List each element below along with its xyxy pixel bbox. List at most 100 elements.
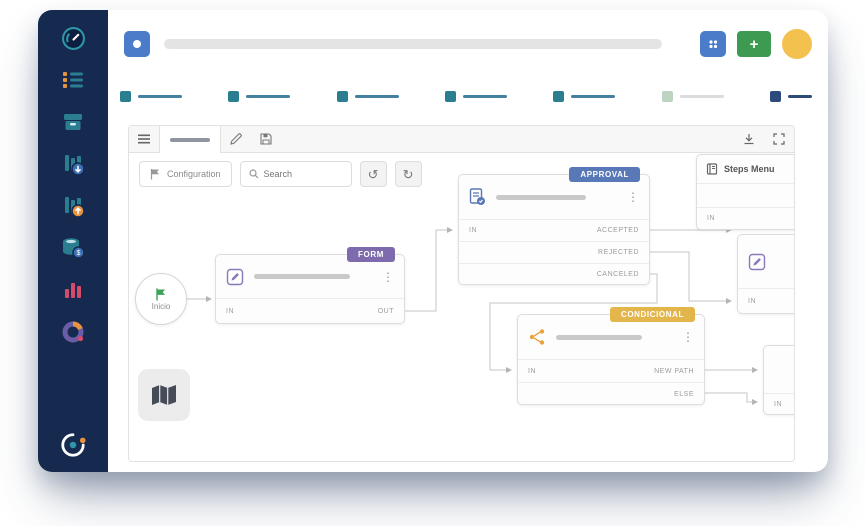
step-item-3[interactable]	[336, 90, 399, 102]
form-out-port[interactable]: OUT	[377, 307, 394, 315]
step-line-placeholder	[571, 94, 616, 98]
step-square-icon	[120, 90, 131, 102]
form-badge: FORM	[347, 247, 395, 262]
steps-strip	[108, 78, 828, 114]
report-badge-orange-icon	[65, 197, 85, 218]
search-input[interactable]	[263, 169, 336, 179]
start-node[interactable]: Inicio	[135, 273, 187, 325]
archive-box-icon	[64, 114, 82, 130]
conditional-in-port[interactable]: IN	[528, 367, 536, 375]
conditional-node[interactable]: CONDICIONAL ⋮ IN NEW PATH ELSE	[517, 307, 705, 405]
sidebar-item-insights[interactable]	[60, 319, 86, 345]
menu-toggle-button[interactable]	[129, 126, 159, 152]
form-title-placeholder	[254, 274, 350, 279]
step-item-7[interactable]	[769, 90, 812, 102]
save-button[interactable]	[251, 126, 281, 152]
step-line-placeholder	[246, 94, 291, 98]
conditional-menu-dots[interactable]: ⋮	[682, 330, 694, 344]
brand-logo-icon	[61, 433, 86, 457]
coins-icon: $	[63, 238, 85, 259]
task-bottom-right-body	[764, 346, 794, 393]
sidebar-item-dashboard[interactable]	[60, 25, 86, 51]
approval-menu-dots[interactable]: ⋮	[627, 190, 639, 204]
main-area: +	[108, 10, 828, 472]
workspace-button[interactable]	[124, 31, 150, 57]
task-node-right[interactable]: IN	[737, 234, 794, 314]
add-button[interactable]: +	[737, 31, 771, 57]
hamburger-icon	[138, 134, 150, 144]
approval-accepted-port[interactable]: ACCEPTED	[596, 227, 639, 234]
download-icon	[744, 134, 754, 145]
search-icon	[248, 169, 258, 179]
steps-menu-in-port[interactable]: IN	[707, 215, 715, 222]
step-item-5[interactable]	[553, 90, 616, 102]
sidebar-item-archive[interactable]	[60, 109, 86, 135]
approval-in-port[interactable]: IN	[469, 227, 477, 234]
start-flag-icon	[156, 287, 165, 301]
conditional-newpath-port[interactable]: NEW PATH	[654, 367, 694, 375]
start-label: Inicio	[151, 301, 171, 311]
approval-canceled-port[interactable]: CANCELED	[596, 271, 639, 278]
sidebar-item-analytics[interactable]	[60, 277, 86, 303]
task-bottom-right-in-port[interactable]: IN	[774, 400, 782, 408]
approval-title-placeholder	[496, 194, 586, 200]
steps-menu-title: Steps Menu	[724, 164, 775, 174]
form-node[interactable]: FORM ⋮ IN OUT	[215, 247, 405, 324]
task-right-edit-icon	[748, 253, 766, 270]
edit-button[interactable]	[221, 126, 251, 152]
step-item-2[interactable]	[228, 90, 291, 102]
sidebar-item-reports-in[interactable]	[60, 151, 86, 177]
step-square-icon	[661, 90, 673, 102]
address-bar-placeholder[interactable]	[164, 39, 662, 49]
form-in-port[interactable]: IN	[226, 307, 234, 315]
designer-canvas[interactable]: Configuration ↺ ↻	[129, 153, 794, 461]
sidebar-item-tasks[interactable]	[60, 67, 86, 93]
sidebar-brand-logo[interactable]	[60, 432, 86, 458]
step-item-4[interactable]	[444, 90, 507, 102]
sidebar-item-reports-out[interactable]	[60, 193, 86, 219]
minimap-button[interactable]	[138, 369, 190, 421]
step-line-placeholder	[462, 94, 507, 98]
active-tab[interactable]	[159, 126, 221, 153]
step-square-icon	[444, 90, 456, 102]
undo-button[interactable]: ↺	[359, 161, 387, 187]
conditional-branch-icon	[529, 329, 545, 345]
step-item-1[interactable]	[120, 90, 182, 102]
conditional-else-port[interactable]: ELSE	[674, 390, 694, 398]
step-item-6[interactable]	[661, 90, 724, 102]
approval-rejected-port[interactable]: REJECTED	[598, 249, 639, 256]
approval-badge: APPROVAL	[569, 167, 640, 182]
user-avatar[interactable]	[782, 29, 812, 59]
form-menu-dots[interactable]: ⋮	[382, 269, 394, 284]
app-window: $ +	[38, 10, 828, 472]
step-square-icon	[769, 90, 781, 102]
step-square-icon	[228, 90, 240, 102]
task-node-bottom-right[interactable]: IN	[763, 345, 794, 415]
conditional-badge: CONDICIONAL	[609, 307, 695, 322]
report-badge-blue-icon	[65, 155, 85, 176]
expand-icon	[773, 133, 785, 145]
configuration-button[interactable]: Configuration	[139, 161, 232, 187]
download-button[interactable]	[734, 126, 764, 152]
sidebar: $	[38, 10, 108, 472]
apps-grid-button[interactable]	[700, 31, 726, 57]
approval-node[interactable]: APPROVAL ⋮ IN ACCEPTED REJECTED CANCE	[458, 167, 650, 285]
sidebar-item-finance[interactable]: $	[60, 235, 86, 261]
task-right-in-port[interactable]: IN	[748, 297, 756, 305]
map-icon	[152, 385, 176, 405]
step-line-placeholder	[679, 94, 724, 98]
svg-text:$: $	[77, 250, 81, 257]
donut-chart-icon	[62, 321, 84, 343]
step-line-placeholder	[354, 94, 399, 98]
approval-document-icon	[469, 188, 485, 205]
search-box[interactable]	[239, 161, 352, 187]
bar-chart-pink-icon	[65, 283, 81, 298]
redo-button[interactable]: ↻	[394, 161, 422, 187]
topbar: +	[108, 10, 828, 78]
process-designer: Configuration ↺ ↻	[128, 125, 795, 462]
steps-menu-book-icon	[706, 163, 718, 175]
step-line-placeholder	[138, 94, 182, 98]
steps-menu-panel[interactable]: Steps Menu IN	[696, 154, 794, 230]
fullscreen-button[interactable]	[764, 126, 794, 152]
step-square-icon	[336, 90, 348, 102]
